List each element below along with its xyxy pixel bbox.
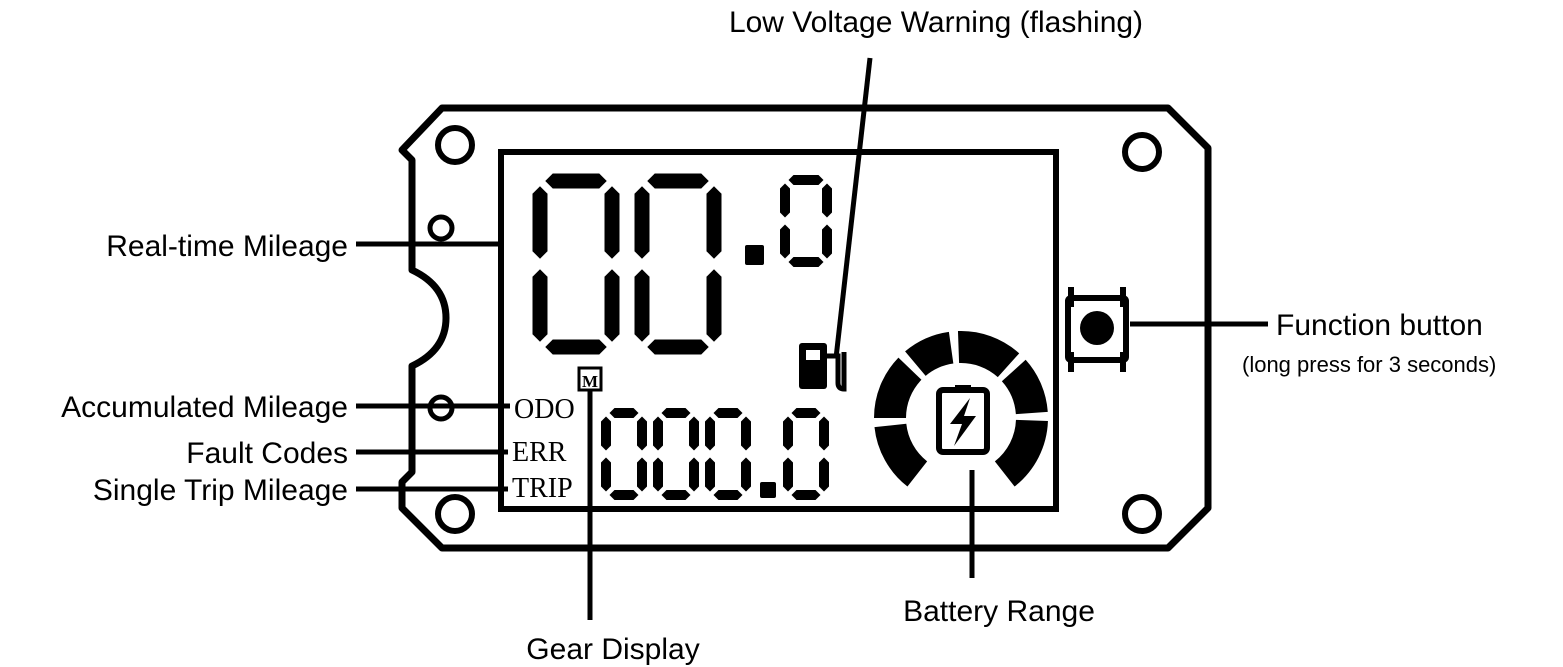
- mileage-digits: [601, 408, 751, 500]
- function-button-label: Function button: [1276, 309, 1483, 342]
- speed-decimal-digit: [780, 175, 832, 267]
- digit-segment: [706, 269, 722, 342]
- digit-segment: [609, 408, 639, 418]
- round-push-button-icon[interactable]: [1080, 311, 1114, 345]
- small-hole-upper: [427, 214, 455, 242]
- digit-segment: [545, 173, 607, 189]
- single-trip-label: Single Trip Mileage: [93, 474, 348, 507]
- low-voltage-label: Low Voltage Warning (flashing): [729, 6, 1143, 39]
- digit-segment: [791, 408, 821, 418]
- mount-hole-top-right: [1122, 132, 1162, 172]
- digit-segment: [822, 224, 832, 259]
- segment-digit: [634, 173, 722, 355]
- digit-segment: [705, 416, 715, 451]
- digit-segment: [637, 457, 647, 492]
- mode-err-label: ERR: [512, 437, 567, 468]
- mount-hole-top-left: [435, 125, 475, 165]
- digit-segment: [661, 408, 691, 418]
- accumulated-mileage-label: Accumulated Mileage: [61, 391, 348, 424]
- digit-segment: [741, 416, 751, 451]
- digit-segment: [647, 339, 709, 355]
- digit-segment: [647, 173, 709, 189]
- digit-segment: [783, 457, 793, 492]
- battery-range-label: Battery Range: [903, 595, 1095, 628]
- digit-segment: [788, 257, 824, 267]
- digit-segment: [604, 186, 620, 259]
- digit-segment: [689, 457, 699, 492]
- digit-segment: [609, 490, 639, 500]
- lcd-screen: [498, 149, 1059, 512]
- segment-digit: [783, 408, 829, 500]
- digit-segment: [653, 416, 663, 451]
- fault-codes-label: Fault Codes: [186, 437, 348, 470]
- digit-segment: [780, 183, 790, 218]
- gear-display-label: Gear Display: [526, 633, 699, 666]
- digit-segment: [788, 175, 824, 185]
- digit-segment: [545, 339, 607, 355]
- digit-segment: [601, 457, 611, 492]
- digit-segment: [661, 490, 691, 500]
- digit-segment: [713, 408, 743, 418]
- digit-segment: [653, 457, 663, 492]
- digit-segment: [780, 224, 790, 259]
- battery-charging-icon: [936, 385, 990, 455]
- digit-segment: [532, 269, 548, 342]
- digit-segment: [819, 457, 829, 492]
- mode-trip-label: TRIP: [512, 473, 573, 504]
- digit-segment: [604, 269, 620, 342]
- digit-segment: [741, 457, 751, 492]
- digit-segment: [791, 490, 821, 500]
- battery-range-ring: [874, 331, 1048, 487]
- mileage-decimal-digit: [783, 408, 829, 500]
- battery-ring-segment: [957, 331, 1020, 378]
- digit-segment: [637, 416, 647, 451]
- segment-digit: [780, 175, 832, 267]
- digit-segment: [822, 183, 832, 218]
- mount-hole-bottom-right: [1122, 494, 1162, 534]
- battery-ring-segment: [874, 357, 922, 418]
- gear-value: M: [582, 372, 598, 391]
- digit-segment: [634, 186, 650, 259]
- digit-segment: [705, 457, 715, 492]
- speed-digits: [532, 173, 722, 355]
- battery-ring-segment: [905, 331, 954, 376]
- segment-digit: [705, 408, 751, 500]
- digit-segment: [634, 269, 650, 342]
- digit-segment: [713, 490, 743, 500]
- function-button[interactable]: [1065, 287, 1129, 372]
- digit-segment: [532, 186, 548, 259]
- speed-decimal-point: [745, 245, 764, 265]
- digit-segment: [819, 416, 829, 451]
- mount-hole-bottom-left: [435, 494, 475, 534]
- digit-segment: [689, 416, 699, 451]
- segment-digit: [601, 408, 647, 500]
- digit-segment: [601, 416, 611, 451]
- digit-segment: [783, 416, 793, 451]
- battery-ring-segment: [1001, 359, 1048, 415]
- fuel-pump-icon: [799, 343, 847, 392]
- mileage-decimal-point: [760, 482, 776, 498]
- battery-ring-segment: [874, 423, 928, 487]
- gear-indicator: M: [577, 366, 603, 392]
- callout-lines: [356, 57, 1268, 620]
- function-button-note: (long press for 3 seconds): [1242, 352, 1496, 377]
- mode-odo-label: ODO: [514, 394, 575, 425]
- device-housing: [398, 104, 1212, 552]
- segment-digit: [653, 408, 699, 500]
- realtime-mileage-label: Real-time Mileage: [106, 230, 348, 263]
- digit-segment: [706, 186, 722, 259]
- battery-ring-segment: [994, 419, 1048, 487]
- segment-digit: [532, 173, 620, 355]
